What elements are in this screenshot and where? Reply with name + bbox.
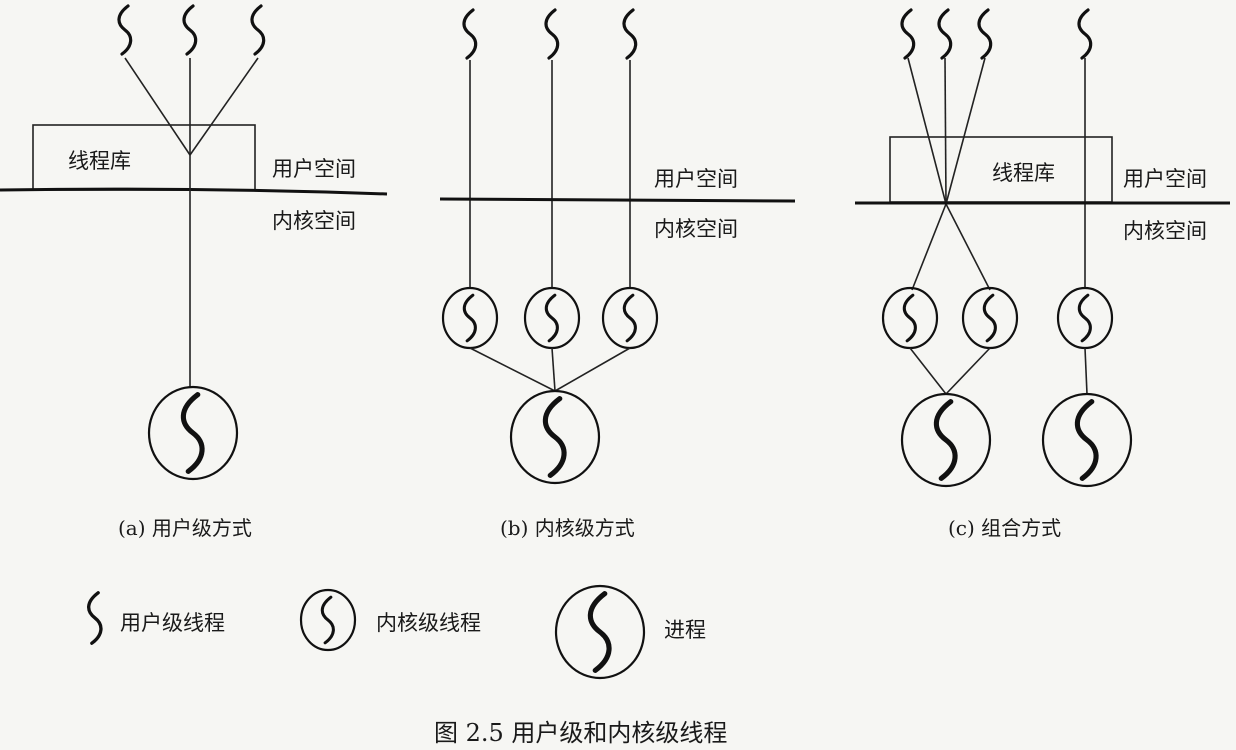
panel-a-thread-library-box [32,124,256,191]
panel-b-user-kernel-boundary [439,197,796,203]
kernel-thread-squiggle [902,293,917,343]
user-thread-icon [937,8,953,60]
legend-user-thread-label: 用户级线程 [120,611,225,635]
kernel-thread-squiggle [1077,293,1092,343]
panel-a-kernel-space-label: 内核空间 [272,209,356,233]
user-thread-icon [462,8,478,60]
panel-c-user-space-label: 用户空间 [1123,167,1207,191]
thread-link [945,203,991,291]
kernel-process-link [909,347,947,395]
panel-c-caption: (c) 组合方式 [948,516,1061,540]
kernel-thread-squiggle [462,293,477,343]
panel-a-user-space-label: 用户空间 [272,157,356,181]
panel-c-kernel-space-label: 内核空间 [1123,219,1207,243]
panel-a-user-kernel-boundary [0,187,388,196]
kernel-process-link [1084,347,1088,395]
process-squiggle [590,594,609,671]
thread-link [945,57,986,205]
panel-c-thread-library-label: 线程库 [992,161,1055,185]
process-icon [1041,392,1133,488]
user-thread-icon [87,591,103,645]
panel-b-user-space-label: 用户空间 [654,167,738,191]
kernel-process-link [469,347,556,392]
process-icon [509,389,601,485]
kernel-thread-squiggle [544,293,559,343]
user-thread-icon [117,4,133,56]
user-thread-icon [182,4,198,56]
process-squiggle [936,402,955,479]
kernel-thread-squiggle [622,293,637,343]
panel-a-thread-library-label: 线程库 [68,149,131,173]
user-thread-icon [544,8,560,60]
thread-link [907,57,947,205]
panel-a-caption: (a) 用户级方式 [118,516,252,540]
kernel-thread-squiggle [982,293,997,343]
process-icon [147,385,239,481]
kernel-process-link [945,347,991,395]
process-icon [554,584,646,680]
legend-process-label: 进程 [664,618,706,642]
panel-b-kernel-space-label: 内核空间 [654,217,738,241]
figure-caption: 图 2.5 用户级和内核级线程 [434,719,727,747]
user-thread-icon [977,8,993,60]
thread-link [189,57,259,156]
kernel-process-link [551,347,556,392]
thread-link [911,203,947,291]
kernel-thread-icon [299,588,357,652]
panel-b-caption: (b) 内核级方式 [500,516,635,540]
legend-kernel-thread-label: 内核级线程 [376,611,481,635]
kernel-process-link [554,347,631,392]
thread-link [944,57,947,205]
user-thread-icon [250,4,266,56]
process-squiggle [183,395,202,472]
process-icon [900,392,992,488]
user-thread-icon [900,8,916,60]
user-thread-icon [622,8,638,60]
process-squiggle [545,399,564,476]
user-thread-icon [1077,8,1093,60]
thread-link [124,57,191,156]
process-squiggle [1077,402,1096,479]
kernel-thread-squiggle [320,595,335,645]
